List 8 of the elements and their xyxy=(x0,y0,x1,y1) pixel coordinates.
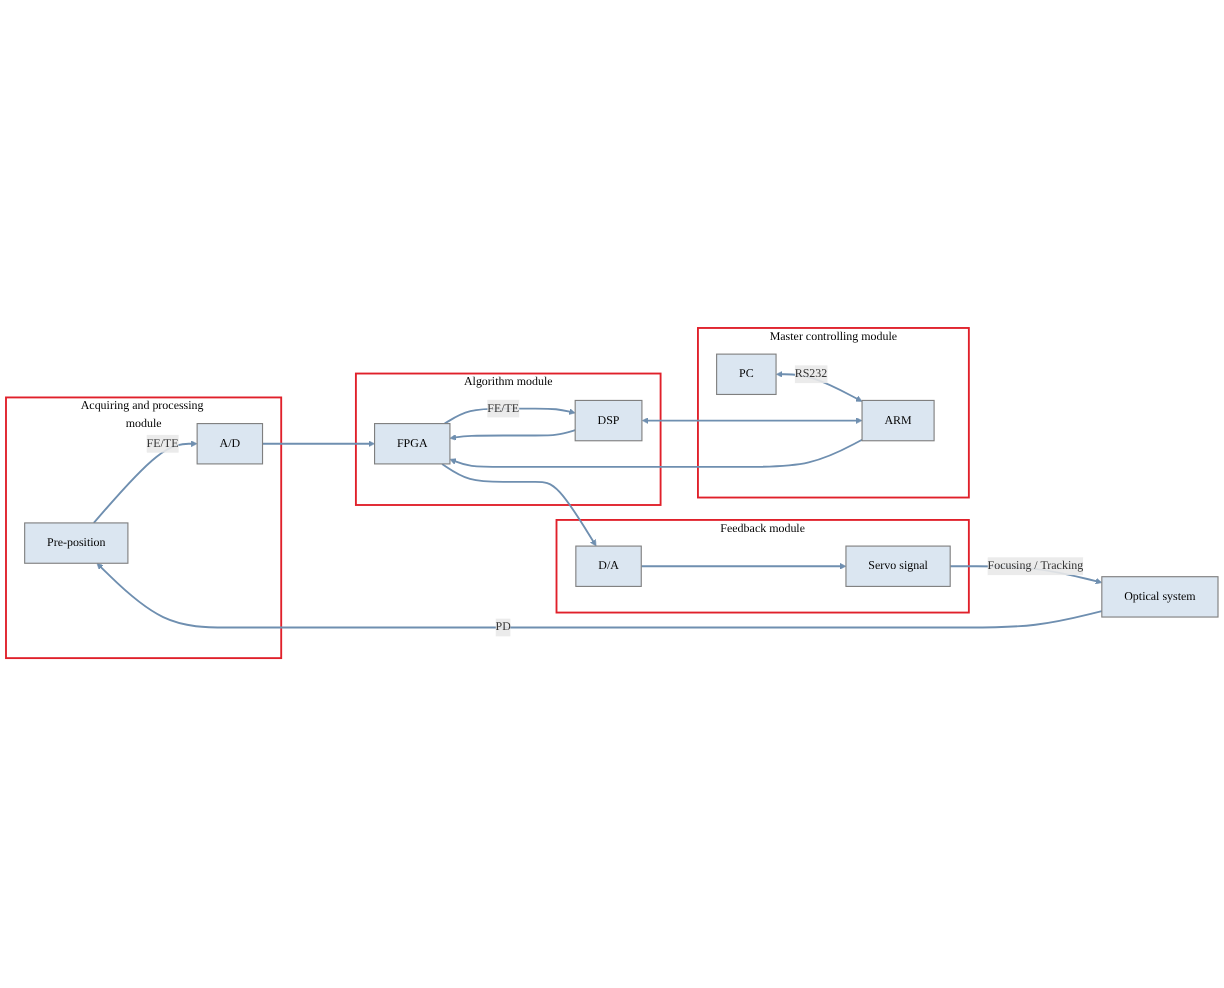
arrow xyxy=(449,430,577,442)
arrow xyxy=(92,441,198,525)
arrow xyxy=(640,563,847,571)
arrow xyxy=(641,418,863,425)
arrow xyxy=(261,441,375,448)
arrow xyxy=(449,439,863,469)
arrow xyxy=(776,371,863,403)
arrow xyxy=(441,463,597,548)
